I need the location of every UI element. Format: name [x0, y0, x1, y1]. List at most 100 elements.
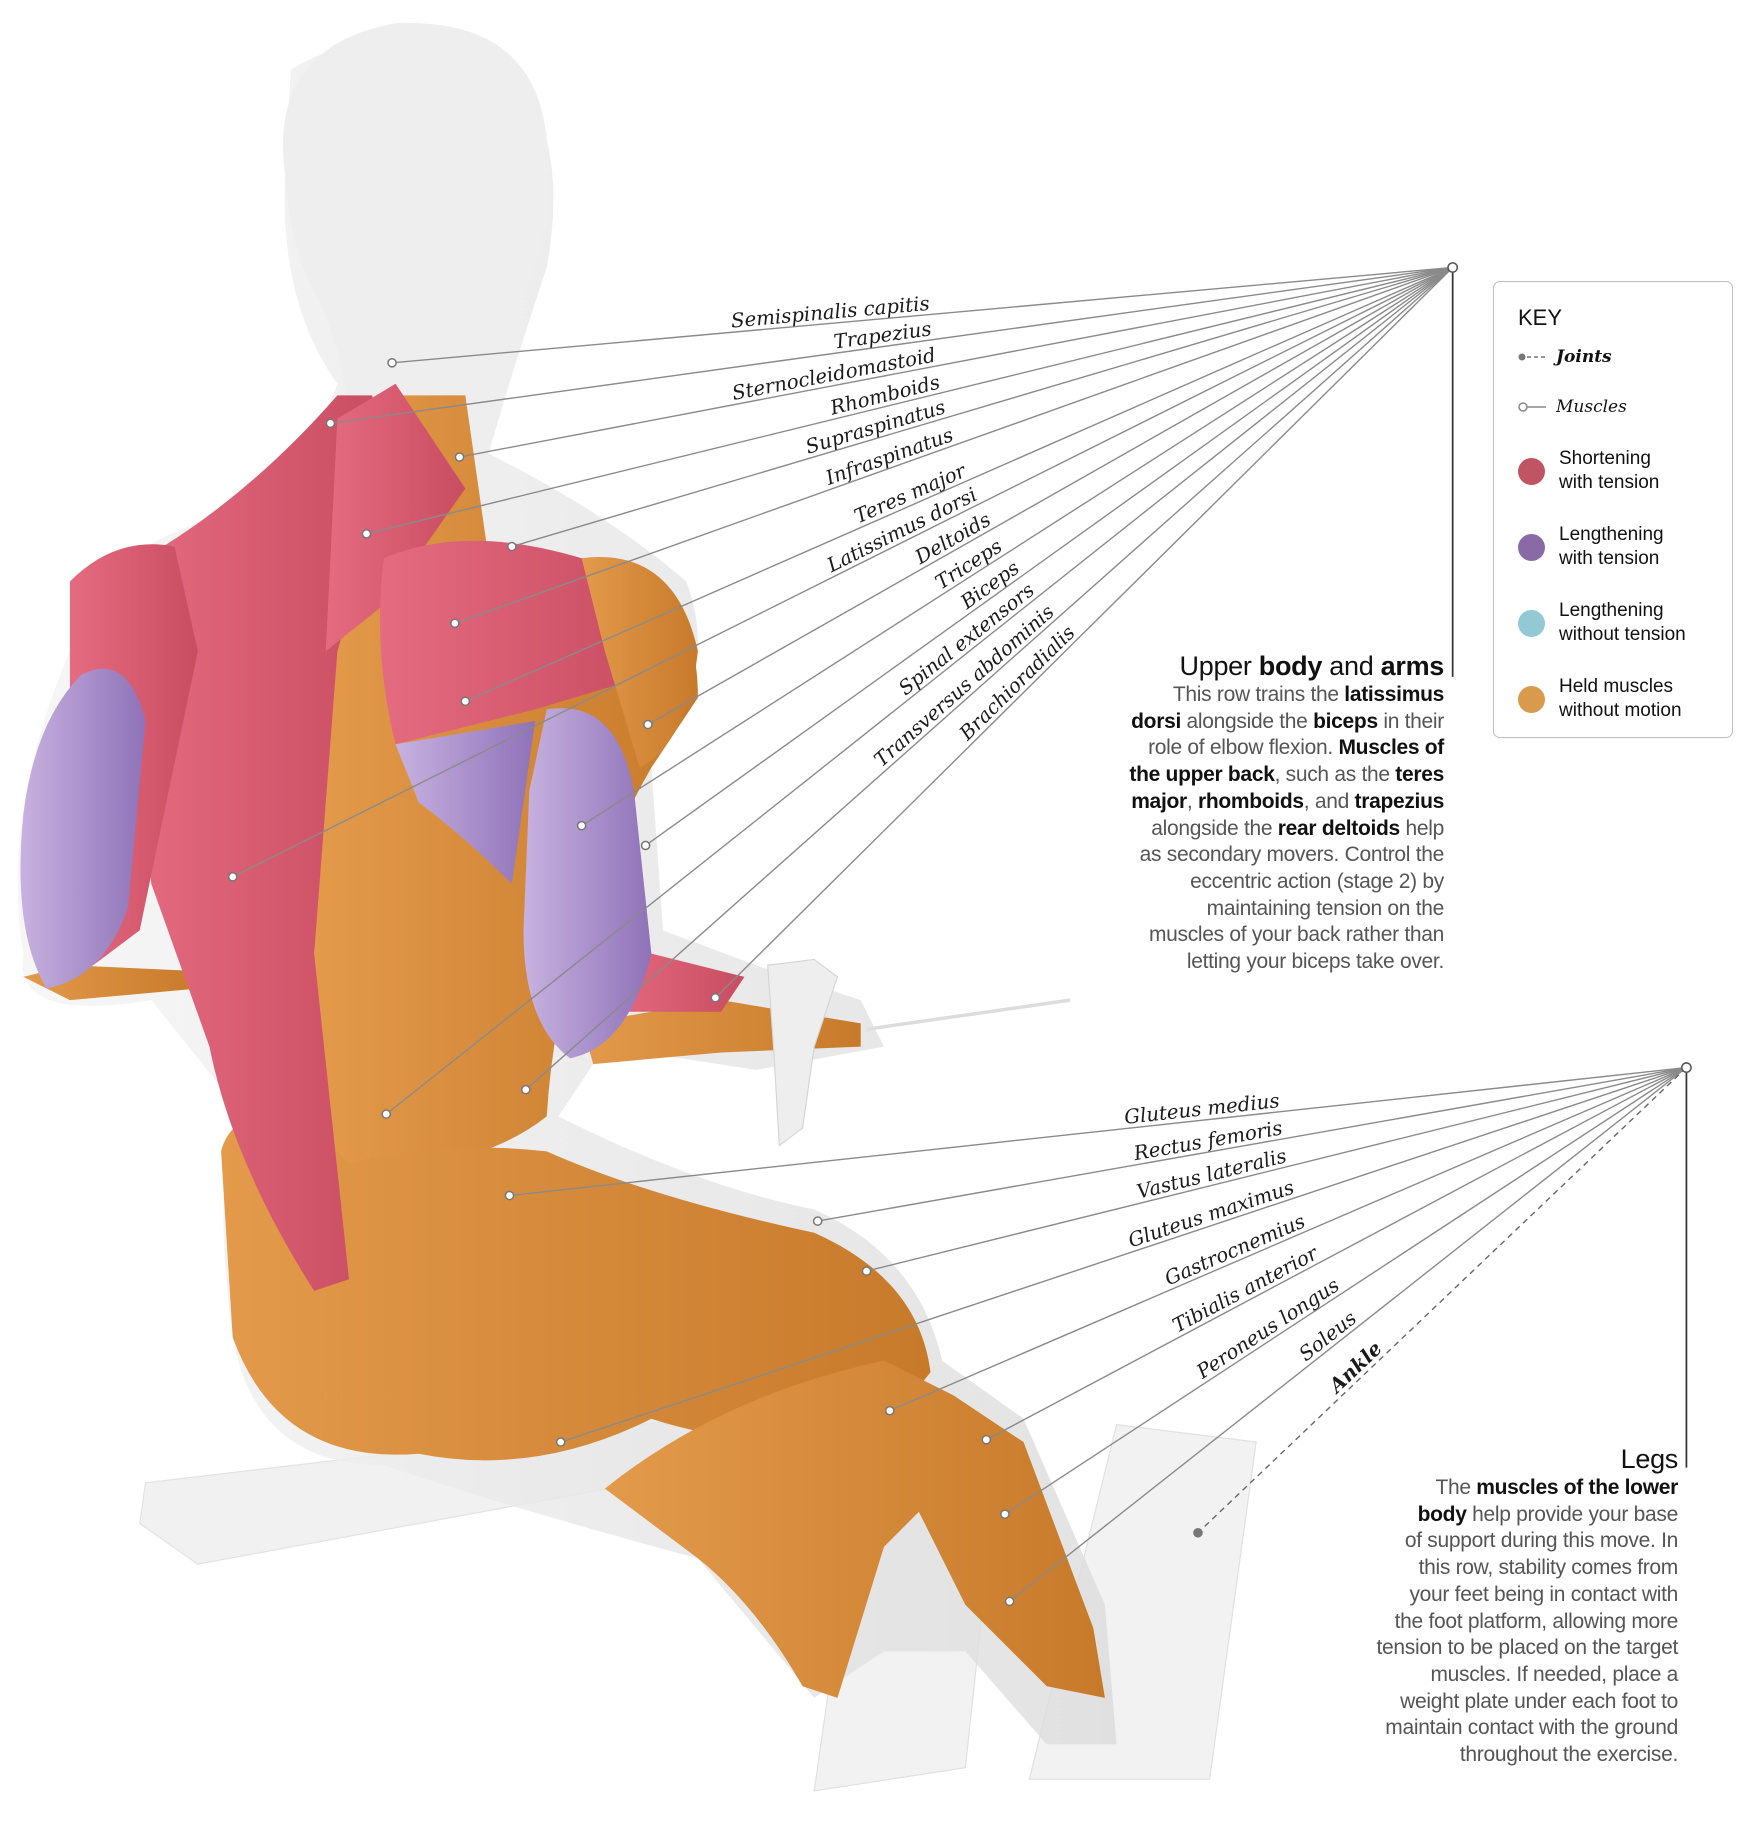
semispinalis-capitis-marker: [387, 358, 397, 368]
gluteus-medius-marker: [504, 1190, 515, 1201]
text-line: muscles of your back rather than: [1004, 922, 1444, 949]
shortening-muscles-shoulder: [380, 540, 652, 745]
brachioradialis-marker: [710, 992, 721, 1003]
sternocleidomastoid-marker: [454, 452, 465, 462]
text-segment: letting your biceps take over.: [1186, 950, 1444, 974]
supraspinatus-leader-line: [511, 266, 1453, 548]
bold-text: trapezius: [1354, 789, 1445, 813]
gluteus-maximus-leader-line: [560, 1066, 1687, 1443]
text-line: maintaining tension on the: [1004, 896, 1445, 923]
text-segment: in their: [1377, 709, 1444, 733]
teres-major-marker: [460, 696, 471, 707]
text-line: eccentric action (stage 2) by: [1004, 869, 1444, 896]
text-segment: ,: [1186, 789, 1198, 813]
text-segment: maintaining tension on the: [1206, 896, 1445, 920]
gluteus-maximus-marker: [555, 1437, 566, 1447]
lengthening-muscles-triceps-right: [523, 708, 652, 1059]
deltoids-marker: [643, 719, 653, 730]
text-line: throughout the exercise.: [1238, 1742, 1678, 1769]
bold-text: biceps: [1313, 709, 1378, 733]
held-muscles-deltoid: [581, 557, 698, 768]
infraspinatus-marker: [450, 618, 460, 629]
key-item-label-line1: Lengthening: [1559, 524, 1664, 545]
text-line: muscles. If needed, place a: [1238, 1662, 1678, 1689]
text-segment: throughout the exercise.: [1459, 1743, 1678, 1767]
soleus-leader-line: [1009, 1067, 1687, 1602]
bold-text: body: [1258, 651, 1323, 681]
triceps-leader-line: [581, 266, 1454, 827]
text-segment: your feet being in contact with: [1409, 1582, 1678, 1606]
text-segment: Upper: [1179, 651, 1259, 681]
bold-text: the upper back: [1129, 763, 1275, 787]
text-line: tension to be placed on the target: [1238, 1635, 1678, 1662]
key-muscles: Muscles: [1518, 397, 1627, 417]
lengthening-muscles-lats: [395, 721, 536, 884]
text-line: letting your biceps take over.: [1004, 949, 1444, 976]
bold-text: rear deltoids: [1277, 816, 1400, 840]
bold-text: major: [1131, 789, 1187, 813]
infraspinatus-leader-line: [454, 266, 1453, 625]
text-segment: alongside the: [1151, 816, 1278, 840]
cable: [866, 998, 1071, 1031]
text-line: alongside the rear deltoids help: [1004, 816, 1444, 843]
lower-pivot-marker: [1681, 1062, 1692, 1073]
biceps-leader-line: [645, 266, 1454, 847]
shortening-muscles-trapezius: [325, 383, 466, 652]
handle: [767, 958, 839, 1147]
tibialis-anterior-leader-line: [985, 1066, 1687, 1441]
supraspinatus-marker: [507, 541, 517, 552]
text-segment: muscles of your back rather than: [1148, 923, 1444, 947]
shortening-muscles-back: [128, 395, 384, 1291]
text-segment: of support during this move. In: [1404, 1529, 1678, 1553]
sternocleidomastoid-leader-line: [459, 266, 1453, 458]
text-segment: and: [1322, 651, 1381, 681]
text-line: the foot platform, allowing more: [1238, 1609, 1679, 1636]
text-segment: alongside the: [1180, 709, 1314, 733]
text-line: of support during this move. In: [1238, 1528, 1678, 1555]
peroneus-longus-leader-line: [1004, 1067, 1687, 1515]
text-segment: role of elbow flexion.: [1148, 736, 1339, 760]
key-item-label-line1: Shortening: [1559, 448, 1651, 469]
key-joints: Joints: [1518, 347, 1612, 367]
text-segment: eccentric action (stage 2) by: [1190, 869, 1444, 893]
head: [282, 22, 549, 408]
text-line: this row, stability comes from: [1238, 1555, 1679, 1582]
text-line: major, rhomboids, and trapezius: [1004, 789, 1444, 816]
color-swatch-icon: [1518, 685, 1545, 713]
text-segment: the foot platform, allowing more: [1394, 1609, 1679, 1633]
text-segment: as secondary movers. Control the: [1139, 843, 1445, 867]
joint-dashed-line-icon: [1518, 353, 1546, 361]
text-segment: Legs: [1620, 1444, 1679, 1474]
text-segment: this row, stability comes from: [1418, 1556, 1679, 1580]
key-muscles-label: Muscles: [1556, 397, 1627, 417]
ankle-leader-line: [1197, 1067, 1687, 1534]
color-swatch-icon: [1518, 609, 1545, 637]
triceps-marker: [576, 820, 587, 831]
upper-body-text-block: Upper body and arms This row trains the …: [1004, 650, 1444, 976]
brachioradialis-leader-line: [714, 266, 1454, 999]
key-item-label-line2: without tension: [1559, 624, 1686, 645]
rhomboids-marker: [361, 528, 372, 539]
text-segment: This row trains the: [1172, 683, 1345, 706]
text-segment: tension to be placed on the target: [1376, 1636, 1678, 1660]
peroneus-longus-marker: [1000, 1509, 1010, 1519]
color-swatch-icon: [1518, 533, 1545, 561]
deltoids-leader-line: [647, 266, 1454, 726]
text-line: The muscles of the lower: [1238, 1475, 1678, 1502]
rectus-femoris-leader-line: [817, 1066, 1687, 1222]
text-line: weight plate under each foot to: [1238, 1689, 1678, 1716]
text-segment: muscles. If needed, place a: [1430, 1662, 1678, 1686]
key-joints-label: Joints: [1556, 347, 1612, 367]
rectus-femoris-marker: [812, 1216, 823, 1226]
text-line: This row trains the latissimus: [1004, 682, 1444, 709]
